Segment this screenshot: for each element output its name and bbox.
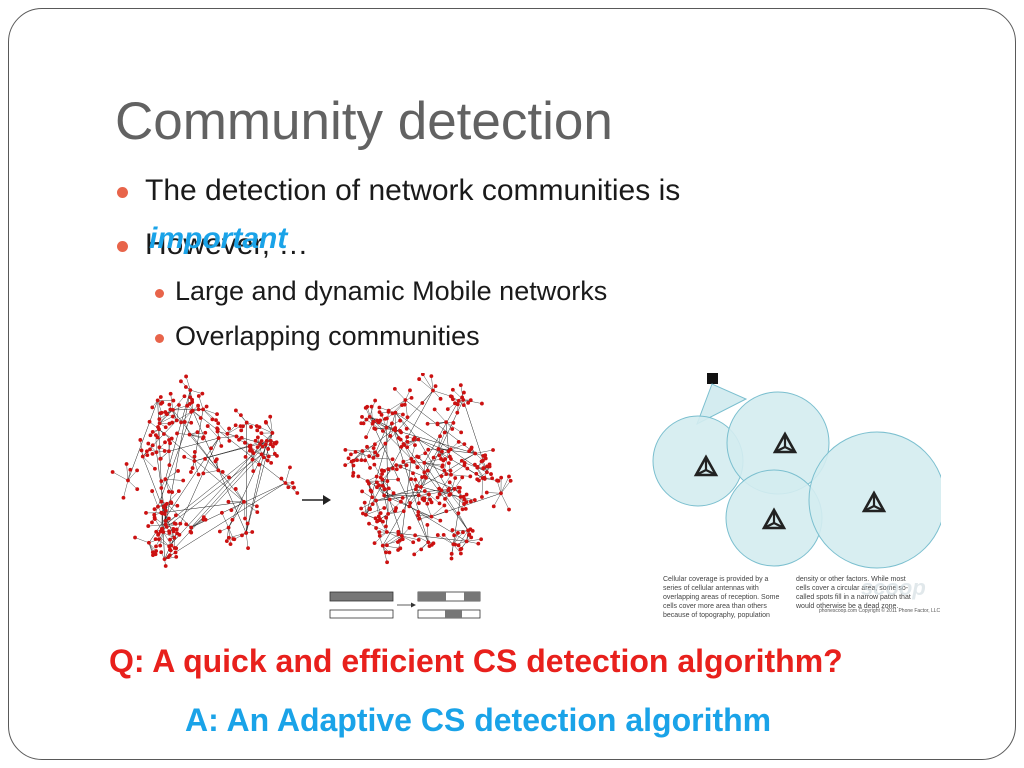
slide: Community detection The detection of net… [8,8,1016,760]
coverage-caption-right: density or other factors. While most cel… [796,576,911,610]
answer-text: A: An Adaptive CS detection algorithm [185,702,772,738]
coverage-caption-left: Cellular coverage is provided by a serie… [663,576,780,619]
network-graph-after [343,373,513,565]
cell-tower-icon [772,431,798,454]
overlay-emphasis-word: important [149,222,288,255]
handset-icon [707,373,718,384]
cell-tower-icon [761,507,787,530]
question-text: Q: A quick and efficient CS detection al… [109,643,843,679]
network-graph-before [110,374,300,568]
coverage-credit: phonescoop.com Copyright © 2011 Phone Fa… [819,608,941,614]
cell-tower-icon [861,490,887,513]
cell-tower-icon [693,454,719,477]
watermark-logo: scoop [861,575,926,600]
bullet-marker [117,241,128,252]
bullet-marker [117,187,128,198]
sub-bullet-2-text: Overlapping communities [175,321,480,351]
bullet-2-text: However, … [145,228,309,261]
sub-bullet-1-text: Large and dynamic Mobile networks [175,276,608,306]
cellular-coverage-figure [652,373,941,569]
transition-arrow-icon [302,495,331,505]
sub-bullet-marker [155,334,164,343]
community-bar-diagram [329,591,481,619]
sub-bullet-marker [155,289,164,298]
slide-title: Community detection [115,92,613,151]
bullet-1-text: The detection of network communities is [145,174,681,207]
network-evolution-figure [110,373,513,619]
